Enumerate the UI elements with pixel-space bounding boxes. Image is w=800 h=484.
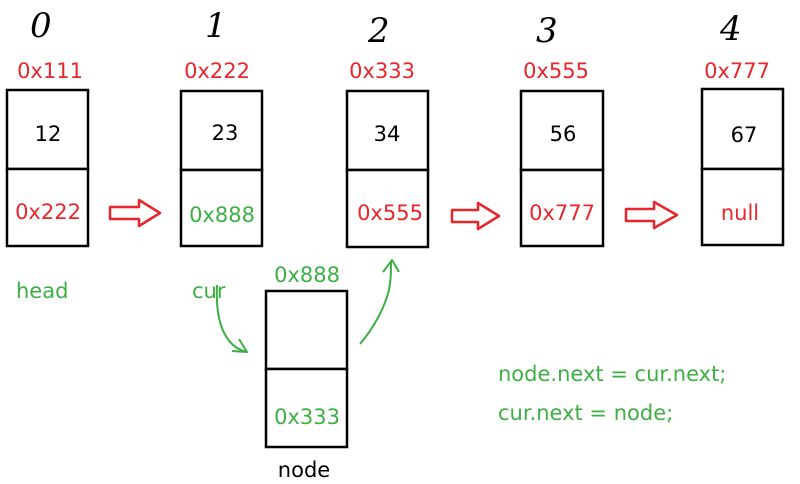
node-2-next: 0x555 <box>357 201 423 225</box>
node-1-next: 0x888 <box>189 203 255 227</box>
node-1-value: 23 <box>212 121 239 145</box>
node-1-address: 0x222 <box>184 59 250 83</box>
node-3-next: 0x777 <box>529 201 595 225</box>
node-3-value: 56 <box>550 122 577 146</box>
arrow-node2-to-node3-icon <box>450 201 501 231</box>
new-node-next: 0x333 <box>274 405 340 429</box>
node-2-index: 2 <box>367 11 390 51</box>
node-4-address: 0x777 <box>704 59 770 83</box>
node-4-next: null <box>721 201 759 225</box>
node-0-address: 0x111 <box>17 59 83 83</box>
cur-to-node-arrow-icon <box>215 284 248 353</box>
cur-label: cur <box>192 279 226 303</box>
list-node-2: 2 0x333 34 0x555 <box>345 11 430 249</box>
node-0-value: 12 <box>35 122 62 146</box>
list-node-4: 4 0x777 67 null <box>700 9 785 247</box>
node-3-address: 0x555 <box>523 59 589 83</box>
node-1-next-cell <box>179 168 264 248</box>
node-2-next-cell <box>345 168 430 249</box>
node-4-value: 67 <box>731 123 758 147</box>
node-2-address: 0x333 <box>349 59 415 83</box>
node-to-node2-arrow-icon <box>359 259 400 345</box>
node-0-value-cell <box>5 88 90 171</box>
code-line-2: cur.next = node; <box>498 401 673 425</box>
new-node: 0x888 0x333 node <box>264 263 349 482</box>
arrow-node0-to-node1-icon <box>108 198 162 228</box>
list-node-0: 0 0x111 12 0x222 <box>5 6 90 248</box>
node-4-index: 4 <box>719 9 742 49</box>
head-label: head <box>16 279 68 303</box>
node-3-next-cell <box>519 168 605 248</box>
new-node-value-cell <box>264 289 349 371</box>
arrow-node3-to-node4-icon <box>624 200 679 230</box>
node-1-index: 1 <box>205 6 227 46</box>
node-2-value: 34 <box>374 122 401 146</box>
node-0-next: 0x222 <box>15 200 81 224</box>
list-node-3: 3 0x555 56 0x777 <box>519 11 605 248</box>
node-0-next-cell <box>5 167 90 248</box>
node-3-index: 3 <box>536 11 558 51</box>
node-0-index: 0 <box>30 6 52 46</box>
new-node-label: node <box>278 458 330 482</box>
list-node-1: 1 0x222 23 0x888 <box>179 6 264 248</box>
node-4-next-cell <box>700 167 785 247</box>
code-line-1: node.next = cur.next; <box>498 362 726 386</box>
new-node-next-cell <box>264 367 349 449</box>
new-node-address: 0x888 <box>274 263 340 287</box>
